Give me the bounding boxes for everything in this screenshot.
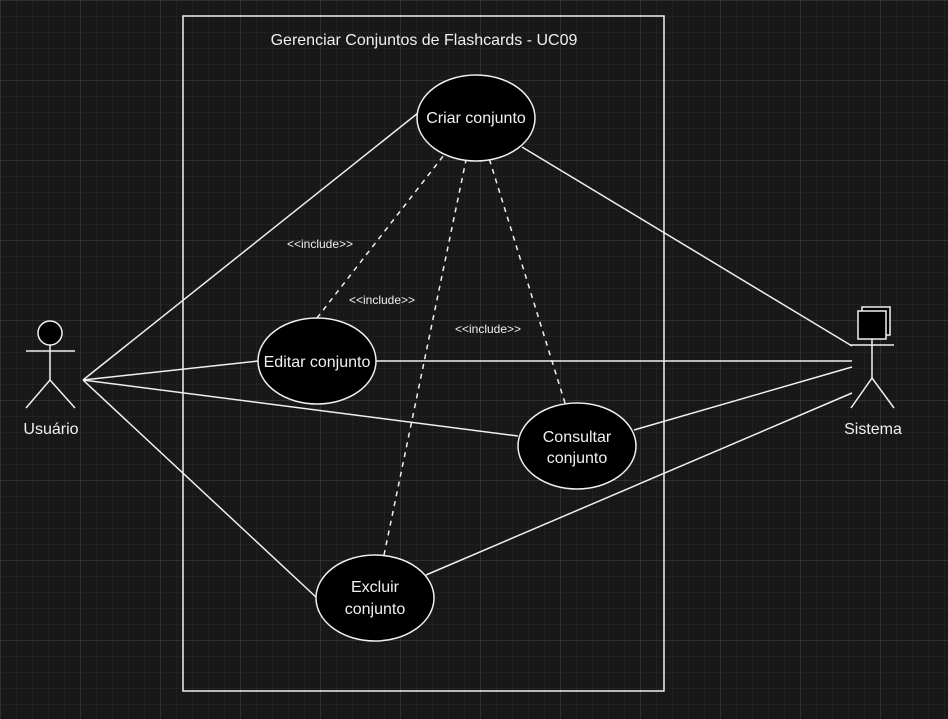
use-case-editar-label: Editar conjunto xyxy=(264,354,371,371)
include-label-2: <<include>> xyxy=(349,293,415,307)
include-label-1: <<include>> xyxy=(287,237,353,251)
assoc-user-excluir xyxy=(82,379,318,599)
use-case-criar-label: Criar conjunto xyxy=(426,110,526,127)
assoc-user-criar xyxy=(82,112,419,381)
actor-user-label: Usuário xyxy=(23,421,78,438)
use-case-excluir[interactable]: Excluir conjunto xyxy=(315,554,435,642)
system-boundary xyxy=(182,15,665,692)
use-case-consultar-label-2: conjunto xyxy=(547,450,608,467)
include-editar-criar xyxy=(316,154,445,319)
assoc-user-editar xyxy=(82,360,259,381)
use-case-consultar-label-1: Consultar xyxy=(543,429,612,446)
use-case-editar[interactable]: Editar conjunto xyxy=(257,317,377,405)
assoc-system-criar xyxy=(521,146,853,347)
include-excluir-criar xyxy=(383,159,467,556)
assoc-system-excluir xyxy=(425,392,853,576)
use-case-consultar[interactable]: Consultar conjunto xyxy=(517,402,637,490)
actor-user[interactable] xyxy=(25,320,76,409)
use-case-excluir-label-2: conjunto xyxy=(345,601,406,618)
actor-system-label: Sistema xyxy=(844,421,902,438)
assoc-user-consultar xyxy=(82,379,519,437)
actor-system-head-front xyxy=(857,310,887,340)
use-case-excluir-label-1: Excluir xyxy=(351,579,400,596)
use-case-criar[interactable]: Criar conjunto xyxy=(416,74,536,162)
include-label-3: <<include>> xyxy=(455,322,521,336)
diagram-title: Gerenciar Conjuntos de Flashcards - UC09 xyxy=(271,32,578,49)
actor-system[interactable] xyxy=(850,306,895,409)
actor-user-head xyxy=(37,320,63,346)
assoc-system-consultar xyxy=(633,366,853,431)
include-consultar-criar xyxy=(488,157,566,404)
